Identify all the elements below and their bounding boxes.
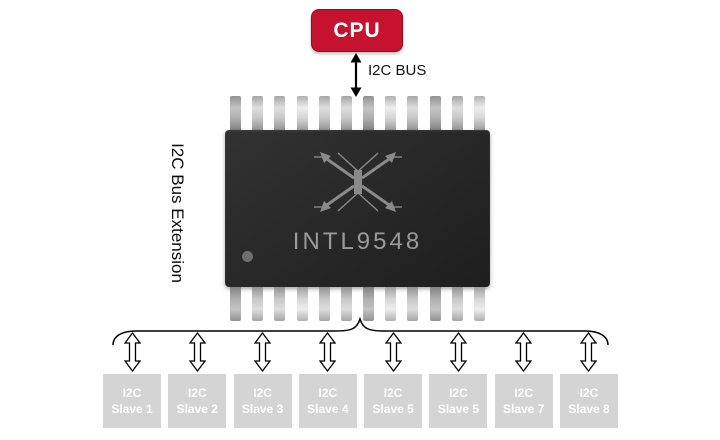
chip-pin <box>340 96 352 130</box>
i2c-slave-box: I2C Slave 7 <box>494 374 553 428</box>
i2c-slave-box: I2C Slave 5 <box>364 374 423 428</box>
double-arrow-icon <box>319 332 337 372</box>
fanout-brace <box>112 316 609 346</box>
slave-boxes-row: I2C Slave 1 I2C Slave 2 I2C Slave 3 I2C … <box>103 374 618 428</box>
slave-double-arrow-cell <box>429 332 487 372</box>
double-arrow-icon <box>254 332 272 372</box>
chip-logo <box>313 152 402 212</box>
double-arrow-icon <box>123 332 141 372</box>
chip-pin <box>429 287 441 321</box>
slave-label-line1: I2C <box>514 386 534 400</box>
slave-double-arrow-cell <box>560 332 618 372</box>
slave-label-line2: Slave 5 <box>372 402 414 416</box>
chip-pin <box>429 96 441 130</box>
i2c-slave-box: I2C Slave 2 <box>168 374 227 428</box>
chip-pin <box>407 96 419 130</box>
chip-body: INTL9548 <box>225 130 490 287</box>
slave-label-line2: Slave 1 <box>111 402 153 416</box>
slave-label-line2: Slave 2 <box>176 402 218 416</box>
double-arrow-icon <box>449 332 467 372</box>
slave-label-line2: Slave 3 <box>241 402 284 416</box>
slave-arrows-row <box>103 332 618 372</box>
slave-label-line1: I2C <box>318 386 338 400</box>
cpu-chip-double-arrow-icon <box>350 53 362 97</box>
slave-label-line1: I2C <box>449 386 468 400</box>
chip-pin <box>230 96 241 130</box>
chip-pin <box>274 96 286 130</box>
i2c-slave-box: I2C Slave 8 <box>559 374 618 428</box>
chip-part-number: INTL9548 <box>292 228 423 255</box>
chip-pin <box>363 287 375 321</box>
double-arrow-icon <box>188 332 206 372</box>
slave-label-line2: Slave 7 <box>503 402 545 416</box>
chip-pin <box>385 96 397 130</box>
chip-pin <box>451 96 463 130</box>
chip-pin <box>318 96 330 130</box>
slave-double-arrow-cell <box>364 332 422 372</box>
slave-label-line1: I2C <box>253 386 272 400</box>
double-arrow-icon <box>580 332 598 372</box>
slave-double-arrow-cell <box>299 332 357 372</box>
i2c-slave-box: I2C Slave 3 <box>233 374 292 428</box>
chip-pin <box>407 287 419 321</box>
chip-pins-bottom <box>225 287 490 321</box>
double-arrow-icon <box>384 332 402 372</box>
i2c-bus-label: I2C BUS <box>368 62 427 79</box>
chip-pin <box>340 287 352 321</box>
double-arrow-icon <box>515 332 533 372</box>
slave-label-line2: Slave 8 <box>568 402 610 416</box>
chip-pin <box>230 287 241 321</box>
chip-pins-top <box>225 96 490 130</box>
chip-pin <box>296 287 308 321</box>
i2c-slave-box: I2C Slave 5 <box>429 374 488 428</box>
chip-pin <box>252 96 264 130</box>
slave-label-line2: Slave 5 <box>437 402 480 416</box>
cpu-label: CPU <box>333 18 381 42</box>
chip-pin <box>363 96 375 130</box>
slave-double-arrow-cell <box>234 332 292 372</box>
chip-pin <box>473 96 485 130</box>
chip-pin <box>385 287 397 321</box>
chip-pin <box>473 287 485 321</box>
chip-pin <box>451 287 463 321</box>
slave-label-line1: I2C <box>383 386 403 400</box>
chip-pin <box>274 287 286 321</box>
slave-label-line2: Slave 4 <box>307 402 349 416</box>
i2c-bus-extension-label: I2C Bus Extension <box>168 143 187 283</box>
chip-pin <box>318 287 330 321</box>
slave-double-arrow-cell <box>495 332 553 372</box>
slave-label-line1: I2C <box>579 386 599 400</box>
cpu-block: CPU <box>311 9 403 52</box>
slave-label-line1: I2C <box>122 386 142 400</box>
chip-pin1-dot <box>242 251 253 262</box>
chip-pin <box>296 96 308 130</box>
chip-pin <box>252 287 264 321</box>
slave-double-arrow-cell <box>103 332 161 372</box>
slave-double-arrow-cell <box>168 332 226 372</box>
i2c-slave-box: I2C Slave 1 <box>103 374 161 428</box>
slave-label-line1: I2C <box>187 386 207 400</box>
i2c-slave-box: I2C Slave 4 <box>298 374 357 428</box>
